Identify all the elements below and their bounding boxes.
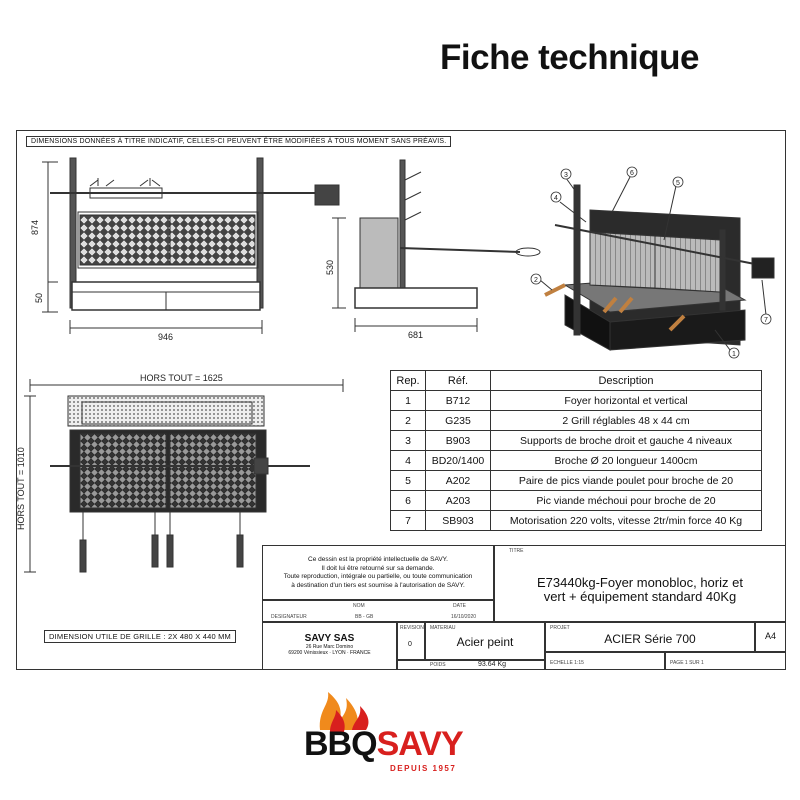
header-description: Description bbox=[490, 370, 762, 391]
disclaimer-note: DIMENSIONS DONNÉES À TITRE INDICATIF, CE… bbox=[26, 136, 452, 147]
company-name: SAVY SAS bbox=[304, 633, 355, 644]
designateur-value: BB - GB bbox=[355, 614, 374, 620]
cell-ref: B903 bbox=[425, 430, 491, 451]
titre-line: vert + équipement standard 40Kg bbox=[543, 589, 737, 604]
callout-1: 1 bbox=[732, 351, 736, 358]
grill-size-note: DIMENSION UTILE DE GRILLE : 2X 480 X 440… bbox=[44, 630, 236, 643]
echelle-box: ECHELLE 1:15 bbox=[545, 652, 665, 670]
cell-rep: 5 bbox=[390, 470, 426, 491]
dim-946: 946 bbox=[158, 332, 173, 342]
flame-icon bbox=[319, 692, 369, 732]
revision-value: 0 bbox=[408, 641, 412, 648]
projet-value: ACIER Série 700 bbox=[604, 632, 696, 646]
cell-ref: A203 bbox=[425, 490, 491, 511]
cell-rep: 7 bbox=[390, 510, 426, 531]
cell-rep: 2 bbox=[390, 410, 426, 431]
legal-box: Ce dessin est la propriété intellectuell… bbox=[262, 545, 494, 600]
poids-label: POIDS bbox=[430, 662, 446, 668]
dim-50: 50 bbox=[34, 293, 44, 303]
callout-7: 7 bbox=[764, 317, 768, 324]
page-box: PAGE 1 SUR 1 bbox=[665, 652, 786, 670]
logo-text: BBQSAVY bbox=[304, 725, 464, 763]
format-value: A4 bbox=[764, 631, 776, 641]
projet-box: PROJET ACIER Série 700 bbox=[545, 622, 755, 652]
cell-description: 2 Grill réglables 48 x 44 cm bbox=[490, 410, 762, 431]
legal-line: Il doit lui être retourné sur sa demande… bbox=[321, 564, 435, 572]
legal-line: Ce dessin est la propriété intellectuell… bbox=[308, 556, 448, 563]
parts-header-row: Rep. Réf. Description bbox=[390, 370, 762, 391]
revision-box: REVISION 0 bbox=[397, 622, 425, 660]
dim-681: 681 bbox=[408, 330, 423, 340]
side-view bbox=[332, 159, 541, 332]
titre-label: TITRE bbox=[509, 548, 524, 554]
legal-line: Toute reproduction, intégrale ou partiel… bbox=[283, 573, 473, 580]
address-line: 69200 Vénissieux · LYON · FRANCE bbox=[288, 650, 371, 656]
top-view bbox=[24, 379, 344, 573]
dim-530: 530 bbox=[325, 260, 335, 275]
cell-rep: 1 bbox=[390, 390, 426, 411]
designateur-label: DESIGNATEUR bbox=[271, 614, 307, 620]
format-box: A4 bbox=[755, 622, 786, 652]
nom-label: NOM bbox=[353, 603, 365, 609]
page-title: Fiche technique bbox=[440, 38, 699, 77]
material-value: Acier peint bbox=[456, 635, 514, 649]
cell-description: Foyer horizontal et vertical bbox=[490, 390, 762, 411]
date-label: DATE bbox=[453, 603, 466, 609]
callout-5: 5 bbox=[676, 180, 680, 187]
revision-label: REVISION bbox=[400, 625, 424, 631]
isometric-view bbox=[539, 176, 775, 351]
cell-rep: 6 bbox=[390, 490, 426, 511]
cell-description: Broche Ø 20 longueur 1400cm bbox=[490, 450, 762, 471]
callout-6: 6 bbox=[630, 170, 634, 177]
bbqsavy-logo: BBQSAVY DEPUIS 1957 bbox=[300, 690, 470, 780]
cell-description: Supports de broche droit et gauche 4 niv… bbox=[490, 430, 762, 451]
material-box: MATERIAU Acier peint bbox=[425, 622, 545, 660]
date-value: 16/10/2020 bbox=[451, 614, 477, 620]
cell-description: Paire de pics viande poulet pour broche … bbox=[490, 470, 762, 491]
cell-ref: SB903 bbox=[425, 510, 491, 531]
callout-4: 4 bbox=[554, 195, 558, 202]
material-label: MATERIAU bbox=[430, 625, 456, 631]
cell-ref: A202 bbox=[425, 470, 491, 491]
company-box: SAVY SAS 26 Rue Marc Domino 69200 Véniss… bbox=[262, 622, 397, 670]
cell-ref: G235 bbox=[425, 410, 491, 431]
logo-bbq: BBQ bbox=[304, 725, 378, 763]
titre-line: E73440kg-Foyer monobloc, horiz et bbox=[537, 575, 743, 590]
page-value: PAGE 1 SUR 1 bbox=[670, 660, 704, 666]
address-line: 26 Rue Marc Domino bbox=[305, 644, 354, 650]
cell-description: Pic viande méchoui pour broche de 20 bbox=[490, 490, 762, 511]
poids-value: 93.64 Kg bbox=[478, 661, 507, 668]
designer-row: NOM DATE DESIGNATEUR BB - GB 16/10/2020 bbox=[262, 600, 494, 622]
projet-label: PROJET bbox=[550, 625, 570, 631]
cell-rep: 4 bbox=[390, 450, 426, 471]
legal-line: à destination d'un tiers est soumise à l… bbox=[291, 581, 465, 589]
dim-874: 874 bbox=[30, 220, 40, 235]
logo-tagline: DEPUIS 1957 bbox=[390, 764, 457, 773]
echelle-value: ECHELLE 1:15 bbox=[550, 660, 584, 666]
dim-hors-tout-width: HORS TOUT = 1625 bbox=[140, 373, 223, 383]
callout-2: 2 bbox=[534, 277, 538, 284]
titre-box: TITRE E73440kg-Foyer monobloc, horiz et … bbox=[494, 545, 786, 622]
logo-savy: SAVY bbox=[376, 725, 464, 763]
header-rep: Rep. bbox=[390, 370, 426, 391]
header-ref: Réf. bbox=[425, 370, 491, 391]
poids-box: POIDS 93.64 Kg bbox=[397, 660, 545, 670]
cell-ref: B712 bbox=[425, 390, 491, 411]
front-view bbox=[42, 157, 340, 334]
cell-rep: 3 bbox=[390, 430, 426, 451]
dim-hors-tout-height: HORS TOUT = 1010 bbox=[16, 447, 26, 530]
cell-description: Motorisation 220 volts, vitesse 2tr/min … bbox=[490, 510, 762, 531]
cell-ref: BD20/1400 bbox=[425, 450, 491, 471]
callout-3: 3 bbox=[564, 172, 568, 179]
